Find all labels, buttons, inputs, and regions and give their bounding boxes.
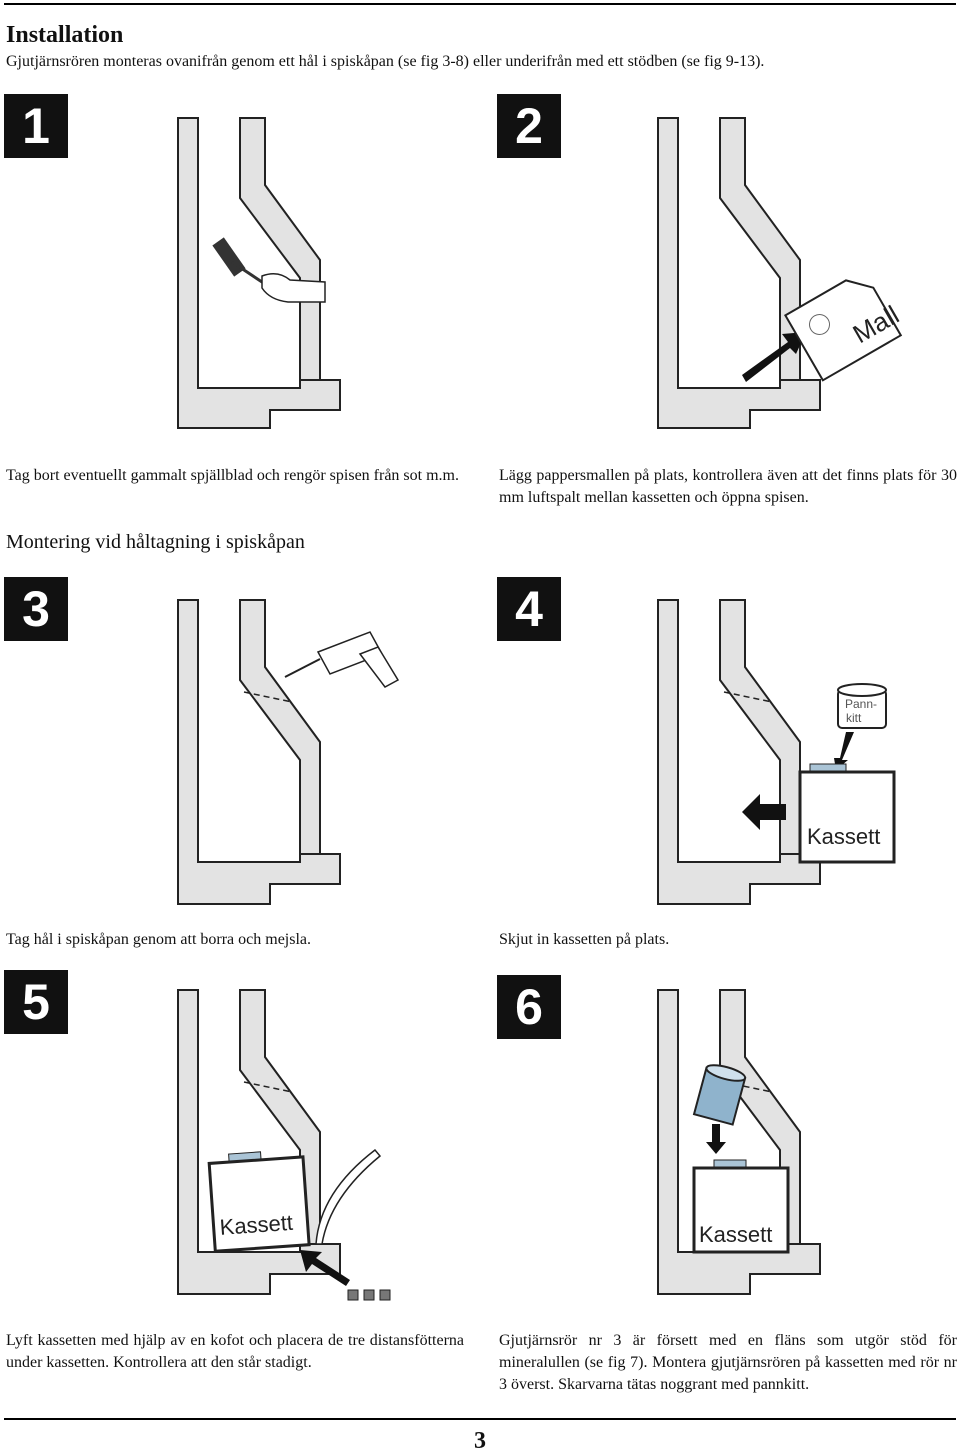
figure-1-illustration — [177, 117, 341, 429]
cassette-label: Kassett — [807, 824, 880, 849]
left-arrow-icon — [742, 794, 786, 830]
figure-4-illustration: Pann- kitt Kassett — [657, 599, 896, 905]
figure-4-caption: Skjut in kassetten på plats. — [499, 931, 670, 948]
cassette-label: Kassett — [699, 1222, 772, 1247]
cassette-box — [207, 1155, 311, 1253]
figure-2-number: 2 — [497, 94, 561, 158]
figure-2-caption: Lägg pappersmallen på plats, kontrollera… — [499, 467, 957, 506]
figure-6-number: 6 — [497, 975, 561, 1039]
cassette-box — [798, 770, 896, 864]
cast-iron-pipe-icon — [692, 1064, 747, 1126]
section-title: Montering vid håltagning i spiskåpan — [6, 531, 305, 553]
figure-6-caption: Gjutjärnsrör nr 3 är försett med en flän… — [499, 1332, 957, 1393]
figure-1-caption: Tag bort eventuellt gammalt spjällblad o… — [6, 467, 459, 484]
wire-brush-icon — [212, 237, 326, 303]
figure-3-number: 3 — [4, 577, 68, 641]
arrow-icon — [742, 332, 806, 382]
figure-5-caption: Lyft kassetten med hjälp av en kofot och… — [6, 1332, 464, 1371]
page-number: 3 — [474, 1428, 486, 1454]
figure-1-number: 1 — [4, 94, 68, 158]
figure-2-illustration: Mall — [657, 117, 904, 429]
drill-icon — [284, 631, 400, 688]
figure-3-illustration — [177, 599, 400, 905]
figure-3-caption: Tag hål i spiskåpan genom att borra och … — [6, 931, 312, 948]
bottom-rule — [4, 1418, 956, 1420]
figure-6-illustration: Kassett — [657, 989, 821, 1295]
cassette-label: Kassett — [219, 1210, 294, 1240]
arrow-icon — [300, 1250, 350, 1286]
putty-can-icon: Pann- kitt — [837, 683, 887, 729]
intro-text: Gjutjärnsrören monteras ovanifrån genom … — [6, 53, 765, 70]
figure-5-illustration: Kassett — [177, 989, 391, 1301]
figure-4-number: 4 — [497, 577, 561, 641]
down-arrow-icon — [706, 1124, 726, 1154]
top-rule — [4, 3, 956, 5]
arrow-icon — [834, 732, 854, 770]
figure-5-number: 5 — [4, 970, 68, 1034]
putty-label-line2: kitt — [846, 711, 862, 725]
putty-label-line1: Pann- — [845, 697, 877, 711]
crowbar-icon — [315, 1148, 382, 1245]
cassette-box — [692, 1166, 790, 1254]
page-title: Installation — [6, 22, 124, 48]
